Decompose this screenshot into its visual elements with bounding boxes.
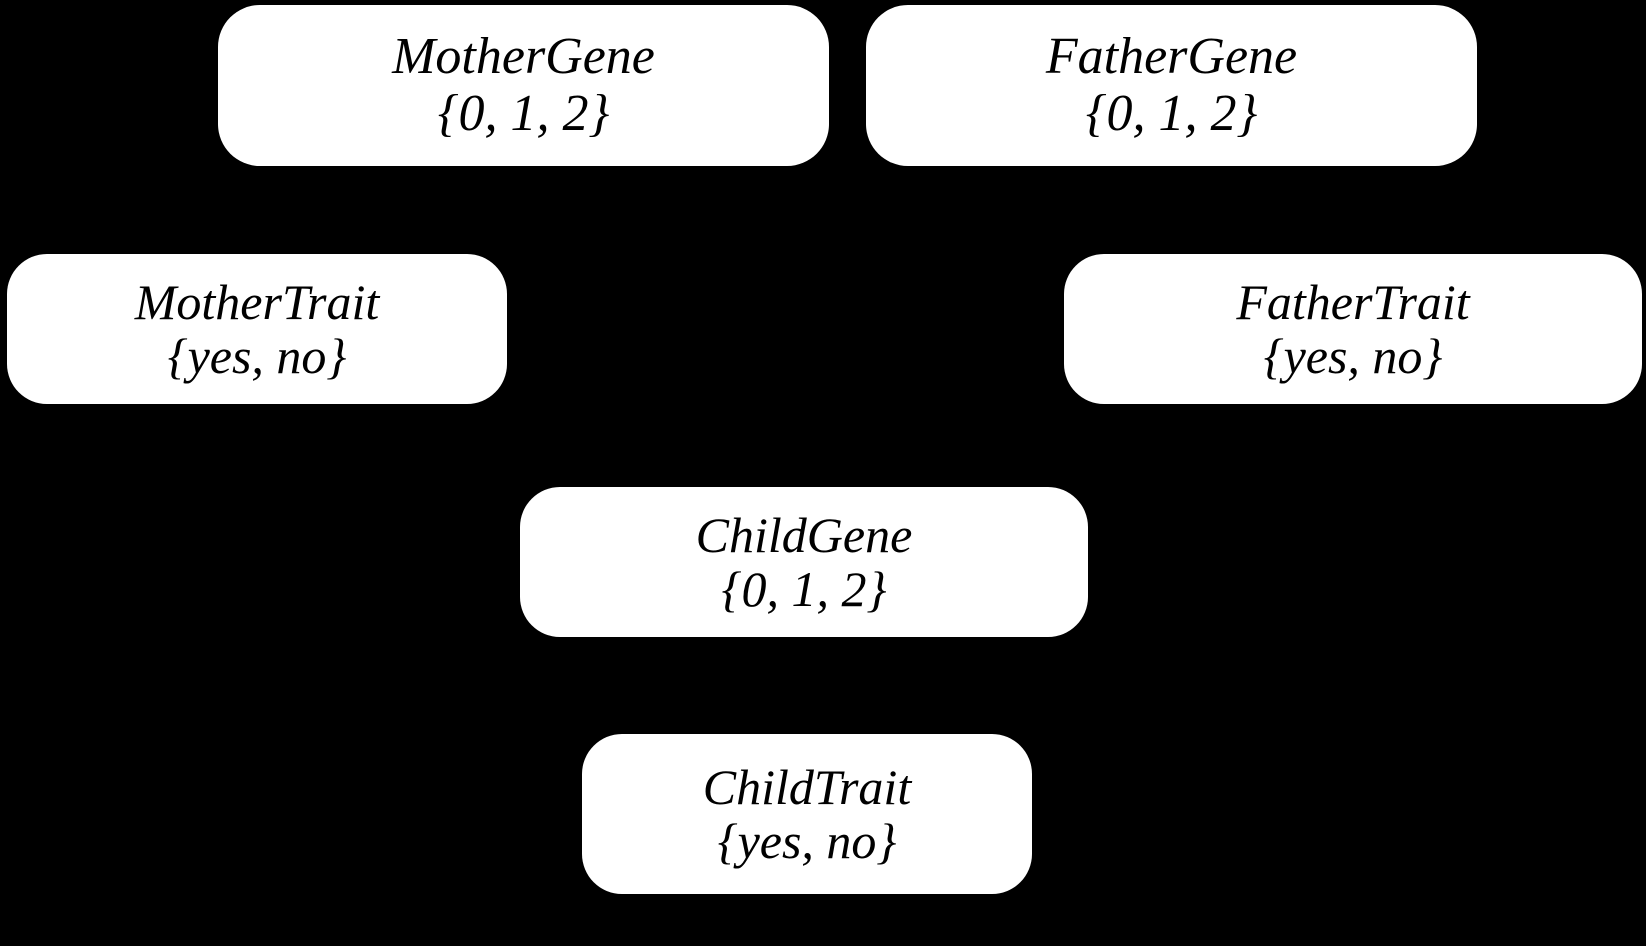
node-father-trait[interactable]: FatherTrait {yes, no} <box>1064 254 1642 404</box>
node-child-trait[interactable]: ChildTrait {yes, no} <box>582 734 1032 894</box>
node-father-trait-name: FatherTrait <box>1236 274 1470 330</box>
node-child-gene[interactable]: ChildGene {0, 1, 2} <box>520 487 1088 637</box>
node-mother-trait-domain: {yes, no} <box>167 328 347 384</box>
node-mother-gene-domain: {0, 1, 2} <box>437 84 610 142</box>
node-father-gene[interactable]: FatherGene {0, 1, 2} <box>866 5 1477 166</box>
node-child-trait-domain: {yes, no} <box>717 813 897 869</box>
node-father-gene-name: FatherGene <box>1045 28 1298 86</box>
node-mother-gene[interactable]: MotherGene {0, 1, 2} <box>218 5 829 166</box>
node-child-gene-domain: {0, 1, 2} <box>721 561 887 617</box>
node-father-gene-domain: {0, 1, 2} <box>1085 84 1258 142</box>
node-mother-trait-name: MotherTrait <box>134 274 380 330</box>
node-child-trait-name: ChildTrait <box>702 759 912 815</box>
node-child-gene-name: ChildGene <box>695 507 913 563</box>
node-mother-trait[interactable]: MotherTrait {yes, no} <box>7 254 507 404</box>
node-father-trait-domain: {yes, no} <box>1263 328 1443 384</box>
node-mother-gene-name: MotherGene <box>392 28 655 86</box>
